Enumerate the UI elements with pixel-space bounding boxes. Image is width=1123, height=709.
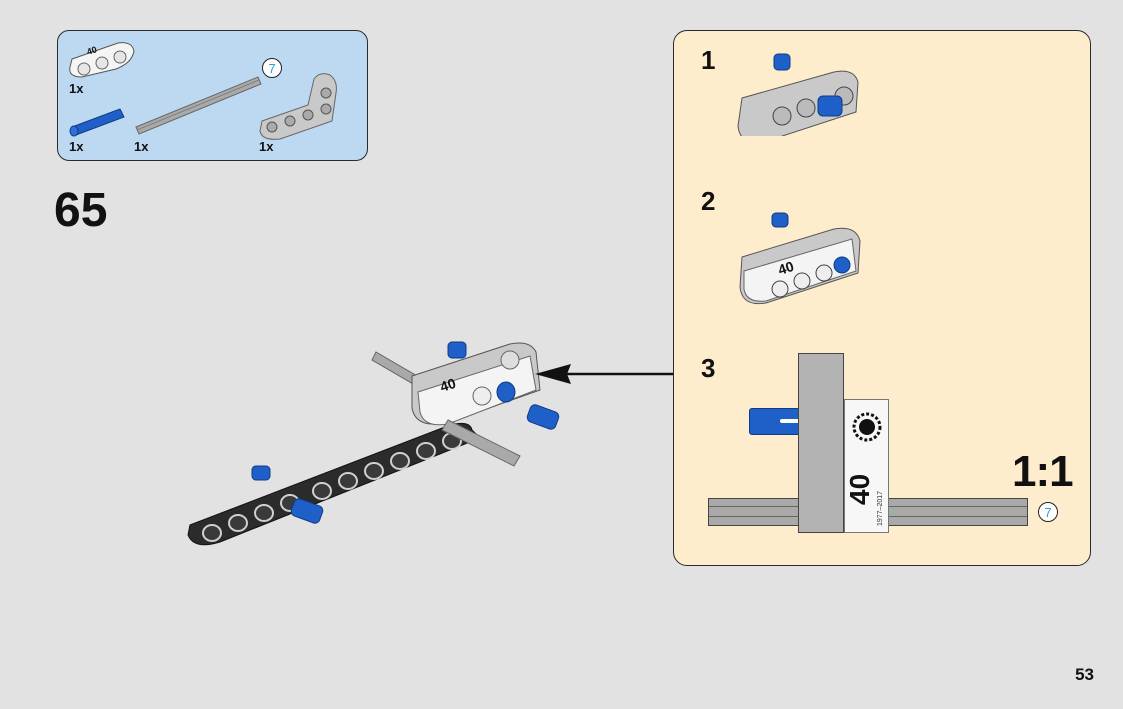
blue-pin-part-icon: [69, 108, 125, 137]
bent-beam-part-icon: [259, 73, 337, 140]
axle-length-indicator: 7: [1038, 502, 1058, 522]
front-axle-icon: [441, 419, 521, 467]
blue-pin-1to1: [749, 408, 801, 435]
substep-number: 3: [701, 353, 716, 383]
badge-40-text: 40: [776, 258, 796, 278]
black-beam-icon: [187, 422, 481, 546]
gray-white-beam-icon: 40: [411, 342, 541, 426]
axle-length-indicator: 7: [262, 58, 282, 78]
part-qty: 1x: [69, 139, 84, 154]
white-beam-1to1: 40 1977–2017: [844, 399, 889, 533]
blue-pins-icon: [251, 341, 560, 524]
main-assembly-illustration: 40: [187, 341, 560, 546]
parts-illustrations: 40: [69, 42, 337, 140]
step-number: 65: [54, 184, 108, 237]
gray-beam-1to1: [798, 353, 844, 533]
substep-number: 1: [701, 45, 716, 75]
gear-logo-icon: [852, 412, 882, 442]
badge-years: 1977–2017: [877, 490, 884, 526]
part-qty: 1x: [259, 139, 274, 154]
page-number: 53: [1075, 665, 1094, 684]
parts-list: 40 7 1x 1x 1x 1x: [57, 30, 368, 161]
part-qty: 1x: [134, 139, 149, 154]
arrow-left-icon: [535, 364, 675, 384]
part-qty: 1x: [69, 81, 84, 96]
badge-40-large: 40: [844, 473, 875, 505]
white-beam-part-icon: 40: [69, 42, 135, 78]
substep-1-illustration: [737, 53, 859, 136]
scale-label: 1:1: [1012, 447, 1074, 496]
submodel-callout: 1 2 3 40 40 1977–2017 1:1 7: [673, 30, 1091, 566]
substep-number: 2: [701, 186, 716, 216]
svg-text:40: 40: [86, 44, 99, 57]
axle-part-icon: [135, 76, 262, 135]
svg-text:40: 40: [438, 375, 458, 395]
substep-2-illustration: 40: [739, 212, 861, 305]
